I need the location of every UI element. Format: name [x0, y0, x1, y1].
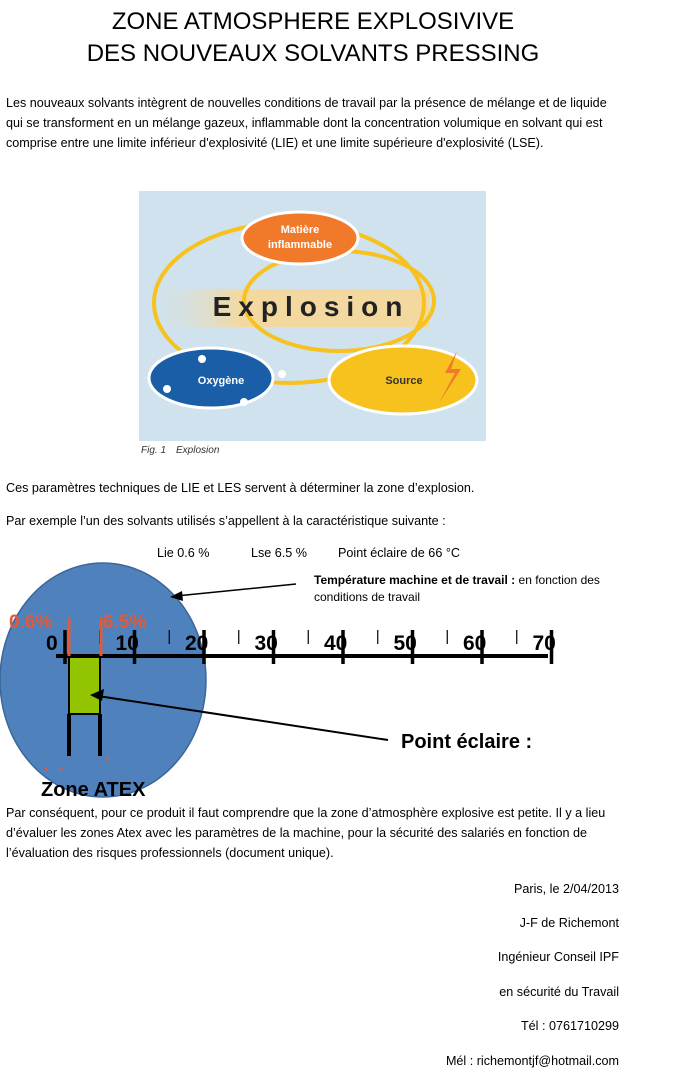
scale-tick-label: 50 — [394, 632, 417, 655]
oxygene-label: Oxygène — [198, 375, 244, 387]
text-paragraph-3: Par exemple l’un des solvants utilisés s… — [6, 514, 446, 528]
zone-dot — [44, 767, 48, 771]
figure-caption-number: Fig. 1 — [141, 445, 167, 456]
zone-dot — [59, 767, 63, 771]
temperature-label: Température machine et de travail : en f… — [314, 573, 600, 587]
explosion-figure: Matière inflammable Explosion Oxygène So… — [139, 191, 486, 441]
text-paragraph-2: Ces paramètres techniques de LIE et LES … — [6, 481, 475, 495]
signature-field: en sécurité du Travail — [499, 985, 619, 999]
temperature-arrowhead — [170, 591, 183, 601]
atex-zone-circle — [0, 562, 207, 798]
explosion-label: Explosion — [213, 291, 410, 322]
scale-tick-label: 70 — [533, 632, 556, 655]
matiere-label-1: Matière — [281, 224, 320, 236]
molecule-dot — [163, 385, 171, 393]
flash-point-arrowhead — [90, 689, 104, 701]
lie-marker-label: 0.6% — [9, 612, 52, 633]
molecule-dot — [278, 370, 286, 378]
scale-ticks: 0 10 20 30 40 50 60 70 — [46, 630, 556, 664]
param-flash-point: Point éclaire de 66 °C — [338, 546, 460, 560]
oxygene-node — [147, 346, 275, 410]
source-node — [327, 344, 479, 416]
zone-dot — [105, 757, 109, 761]
signature-email: Mél : richemontjf@hotmail.com — [445, 1054, 619, 1068]
figure-caption: Fig. 1 Explosion — [141, 445, 219, 456]
signature-phone: Tél : 0761710299 — [520, 1019, 619, 1033]
signature-name: J-F de Richemont — [519, 916, 619, 930]
atex-zone-rect — [68, 656, 101, 715]
temperature-arrow — [175, 583, 297, 597]
flash-point-arrow — [97, 695, 389, 741]
atex-zone-label: Zone ATEX — [41, 779, 146, 800]
figure-caption-text: Explosion — [176, 445, 220, 456]
glow-band — [139, 289, 429, 327]
explosion-triangle-graphic: Matière inflammable Explosion Oxygène So… — [139, 210, 479, 416]
scale-tick-label: 40 — [324, 632, 347, 655]
scale-tick-label: 30 — [255, 632, 278, 655]
param-lse: Lse 6.5 % — [251, 546, 308, 560]
scale-tick-label: 20 — [185, 632, 208, 655]
matiere-node — [240, 210, 360, 266]
scale-tick-label: 0 — [46, 632, 58, 655]
signature-role: Ingénieur Conseil IPF — [497, 950, 619, 964]
scale-tick-label: 60 — [463, 632, 486, 655]
atex-diagram: Température machine et de travail : en f… — [0, 562, 600, 800]
title-line-2: DES NOUVEAUX SOLVANTS PRESSING — [86, 40, 540, 67]
lse-marker-label: 6.5% — [103, 612, 146, 633]
conclusion-paragraph: Par conséquent, pour ce produit il faut … — [6, 806, 606, 860]
signature-place-date: Paris, le 2/04/2013 — [513, 882, 619, 896]
molecule-dot — [198, 355, 206, 363]
matiere-label-2: inflammable — [268, 239, 332, 251]
temperature-label-line2: conditions de travail — [314, 590, 420, 604]
temperature-label-bold: Température machine et de travail : — [314, 573, 515, 587]
page-title: ZONE ATMOSPHERE EXPLOSIVIVE DES NOUVEAUX… — [0, 6, 626, 70]
source-label: Source — [385, 375, 422, 387]
flash-point-label: Point éclaire : — [401, 731, 532, 753]
molecule-dot — [240, 398, 248, 406]
title-line-1: ZONE ATMOSPHERE EXPLOSIVIVE — [111, 8, 515, 35]
intro-paragraph: Les nouveaux solvants intègrent de nouve… — [6, 96, 607, 150]
scale-tick-label: 10 — [116, 632, 139, 655]
temperature-label-rest: en fonction des — [515, 573, 600, 587]
param-lie: Lie 0.6 % — [157, 546, 210, 560]
